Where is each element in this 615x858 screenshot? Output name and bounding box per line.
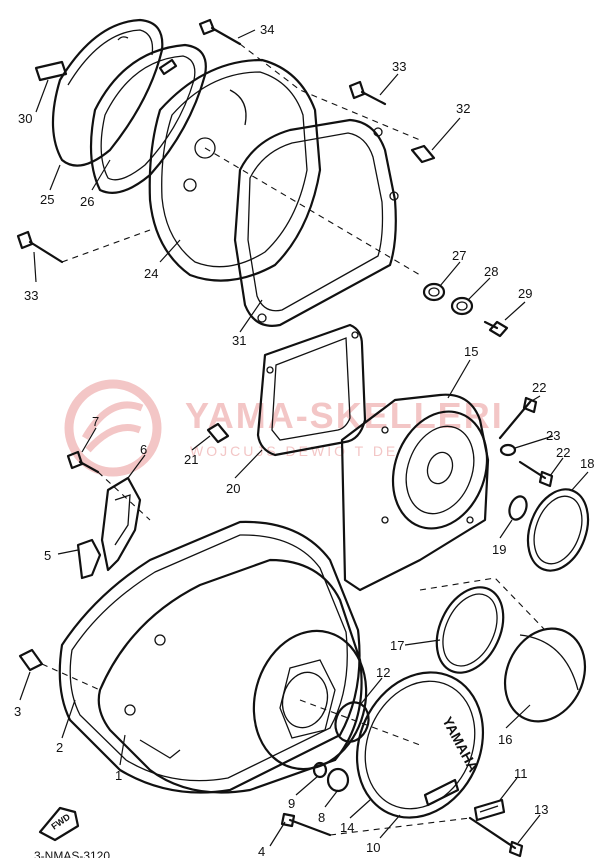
part-8-plug xyxy=(326,767,350,793)
part-34-bolt xyxy=(198,18,242,46)
callout-7: 7 xyxy=(92,414,99,429)
part-12-o-ring xyxy=(334,701,370,743)
callout-3: 3 xyxy=(14,704,21,719)
callout-4: 4 xyxy=(258,844,265,858)
part-11-badge xyxy=(473,798,506,822)
callout-27: 27 xyxy=(452,248,466,263)
watermark-title: YAMA-SKELLERI xyxy=(185,395,504,436)
part-4-bolt xyxy=(280,812,332,837)
fwd-arrow: FWD xyxy=(38,806,80,842)
part-5-clamp xyxy=(76,538,102,580)
callout-9: 9 xyxy=(288,796,295,811)
callout-33-left: 33 xyxy=(24,288,38,303)
callout-2: 2 xyxy=(56,740,63,755)
callout-33-upper: 33 xyxy=(392,59,406,74)
part-23-washer xyxy=(499,443,517,457)
part-2-gasket xyxy=(58,520,361,794)
callout-19: 19 xyxy=(492,542,506,557)
part-13-bolt xyxy=(468,816,524,858)
assembly-line xyxy=(419,577,546,631)
callout-12: 12 xyxy=(376,665,390,680)
figure-code: 3-NMAS-3120 xyxy=(34,849,110,858)
callout-24: 24 xyxy=(144,266,158,281)
part-33-bolt-left xyxy=(16,230,64,264)
callout-31: 31 xyxy=(232,333,246,348)
callout-25: 25 xyxy=(40,192,54,207)
part-25-cover-plate xyxy=(51,18,164,167)
watermark: YAMA-SKELLERI WOJCUJS DEWIO T DE xyxy=(64,379,504,477)
part-3-dowel xyxy=(18,648,44,672)
part-20-gasket xyxy=(256,323,367,457)
callout-5: 5 xyxy=(44,548,51,563)
part-18-ring xyxy=(526,488,590,572)
part-24-crankcase-cover xyxy=(148,58,322,282)
part-10-generator-outer-cover: YAMAHA xyxy=(355,671,485,819)
assembly-line xyxy=(329,817,471,836)
part-19-seal xyxy=(508,495,528,521)
part-21-dowel xyxy=(206,422,230,444)
part-28-washer xyxy=(450,296,474,316)
part-32-dowel xyxy=(410,144,436,164)
leader-lines xyxy=(19,29,589,847)
callout-21: 21 xyxy=(184,452,198,467)
callout-34: 34 xyxy=(260,22,274,37)
assembly-line xyxy=(204,147,421,276)
callout-10: 10 xyxy=(366,840,380,855)
part-29-bolt xyxy=(483,320,509,338)
part-7-bolt xyxy=(66,450,100,474)
part-16-cap xyxy=(503,627,587,723)
watermark-logo-mark xyxy=(81,401,144,453)
callout-30: 30 xyxy=(18,111,32,126)
callout-13: 13 xyxy=(534,802,548,817)
part-1-crankcase-cover xyxy=(97,558,368,794)
callout-16: 16 xyxy=(498,732,512,747)
part-26-gasket xyxy=(89,43,207,194)
part-22-bolt-lower xyxy=(518,460,554,488)
part-6-bracket xyxy=(100,476,142,572)
callout-29: 29 xyxy=(518,286,532,301)
callout-22-upper: 22 xyxy=(532,380,546,395)
callout-20: 20 xyxy=(226,481,240,496)
part-15-generator-cover xyxy=(340,393,490,592)
callout-32: 32 xyxy=(456,101,470,116)
callout-8: 8 xyxy=(318,810,325,825)
callout-17: 17 xyxy=(390,638,404,653)
callout-15: 15 xyxy=(464,344,478,359)
part-22-bolt-upper xyxy=(498,396,538,440)
callout-11: 11 xyxy=(514,766,528,781)
fwd-label: FWD xyxy=(49,811,72,831)
assembly-line xyxy=(97,471,151,521)
part-33-bolt-upper xyxy=(348,80,387,106)
assembly-line xyxy=(61,229,151,263)
callout-1: 1 xyxy=(115,768,122,783)
callout-18: 18 xyxy=(580,456,594,471)
callout-6: 6 xyxy=(140,442,147,457)
callout-14: 14 xyxy=(340,820,354,835)
callout-22-lower: 22 xyxy=(556,445,570,460)
callout-23: 23 xyxy=(546,428,560,443)
watermark-logo-ring xyxy=(64,379,162,477)
cover-brand-label: YAMAHA xyxy=(439,714,481,775)
part-31-gasket xyxy=(233,118,399,327)
part-9-o-ring xyxy=(312,761,328,779)
part-17-ring xyxy=(435,586,505,674)
callout-26: 26 xyxy=(80,194,94,209)
callout-28: 28 xyxy=(484,264,498,279)
part-30-small-plate xyxy=(34,60,68,82)
callout-numbers: 1 2 3 4 5 6 7 8 9 10 11 12 13 14 15 16 1… xyxy=(14,22,594,858)
part-27-seal xyxy=(422,282,446,302)
assembly-line xyxy=(239,43,421,141)
